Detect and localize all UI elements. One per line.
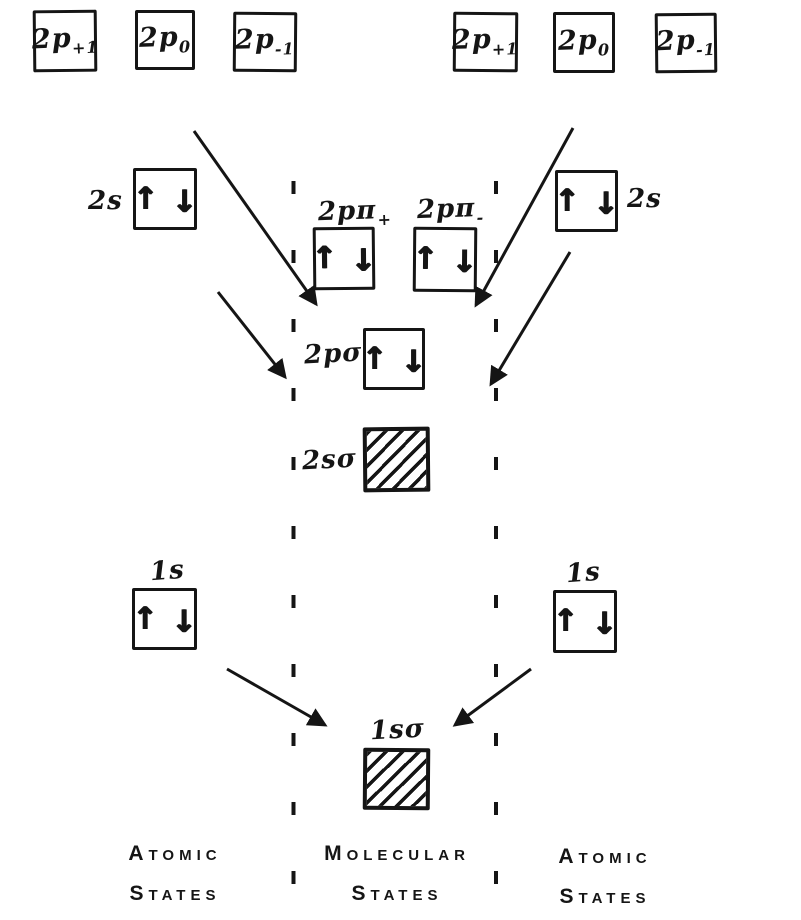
box-1s-right: ↑↓ [553, 590, 617, 653]
label-1ssigma: 1sσ [369, 713, 426, 747]
box-2s-left: ↑↓ [133, 168, 197, 230]
footer-line: States [351, 882, 443, 905]
spin-pair: ↑↓ [552, 603, 618, 642]
spin-up-icon: ↑ [552, 603, 579, 639]
orbital-label: 2p+1 [31, 22, 99, 58]
box-2psigma: ↑↓ [361, 328, 427, 390]
box-2ssigma-hatched [362, 426, 431, 493]
footer-line: Atomic [558, 845, 652, 868]
spin-down-icon: ↓ [593, 185, 619, 222]
arrow-right-2p-to-2ppi [474, 127, 575, 308]
box-2p-plus1-left: 2p+1 [31, 9, 99, 73]
arrow-right-1s-to-1ssigma [452, 667, 532, 727]
spin-down-icon: ↓ [400, 343, 427, 380]
label-2psigma: 2pσ [303, 337, 364, 371]
box-2ppi-minus: ↑↓ [412, 226, 478, 293]
spin-pair: ↑↓ [361, 340, 427, 380]
orbital-label: 2p0 [138, 21, 192, 57]
footer-line: Atomic [128, 842, 222, 865]
label-2s-left: 2s [88, 186, 123, 216]
box-2s-right: ↑↓ [554, 170, 619, 232]
label-2ppi-minus: 2pπ- [416, 193, 485, 228]
spin-up-icon: ↑ [361, 340, 388, 377]
spin-up-icon: ↑ [132, 180, 159, 217]
spin-up-icon: ↑ [412, 240, 439, 277]
arrow-left-1s-to-1ssigma [226, 667, 328, 727]
spin-pair: ↑↓ [554, 182, 619, 222]
orbital-label: 2p0 [557, 24, 611, 60]
footer-molecular: Molecular States [312, 843, 482, 904]
orbital-label: 2p-1 [234, 23, 296, 59]
spin-down-icon: ↓ [350, 242, 377, 279]
spin-down-icon: ↓ [171, 603, 197, 640]
box-2p-zero-right: 2p0 [553, 12, 615, 73]
arrow-left-2p-to-2ppi [192, 130, 318, 307]
arrow-right-2s-to-2psigma [489, 251, 572, 387]
spin-pair: ↑↓ [311, 240, 377, 279]
label-2s-right: 2s [627, 184, 662, 214]
label-1s-right: 1s [564, 556, 602, 590]
footer-line: States [559, 885, 651, 908]
label-2ppi-plus: 2pπ+ [317, 195, 393, 230]
orbital-label: 2p+1 [451, 23, 520, 59]
box-2p-plus1-right: 2p+1 [451, 11, 520, 73]
footer-atomic-left: Atomic States [90, 843, 260, 904]
spin-pair: ↑↓ [412, 240, 478, 281]
box-2ppi-plus: ↑↓ [311, 226, 377, 291]
label-2ssigma: 2sσ [301, 443, 358, 477]
label-1s-left: 1s [148, 554, 186, 588]
spin-down-icon: ↓ [591, 606, 618, 642]
box-1s-left: ↑↓ [132, 588, 197, 650]
spin-up-icon: ↑ [311, 240, 338, 277]
spin-up-icon: ↑ [554, 182, 580, 219]
box-1ssigma-hatched [362, 747, 431, 811]
spin-down-icon: ↓ [451, 244, 478, 281]
arrow-left-2s-to-2psigma [216, 291, 287, 380]
footer-line: States [129, 882, 221, 905]
spin-pair: ↑↓ [132, 180, 198, 220]
box-2p-minus1-right: 2p-1 [654, 12, 718, 74]
spin-down-icon: ↓ [171, 183, 198, 220]
box-2p-minus1-left: 2p-1 [232, 11, 298, 73]
footer-atomic-right: Atomic States [520, 846, 690, 907]
spin-pair: ↑↓ [132, 600, 197, 640]
footer-line: Molecular [324, 842, 470, 865]
box-2p-zero-left: 2p0 [135, 10, 195, 70]
spin-up-icon: ↑ [132, 600, 158, 637]
orbital-label: 2p-1 [655, 24, 717, 60]
